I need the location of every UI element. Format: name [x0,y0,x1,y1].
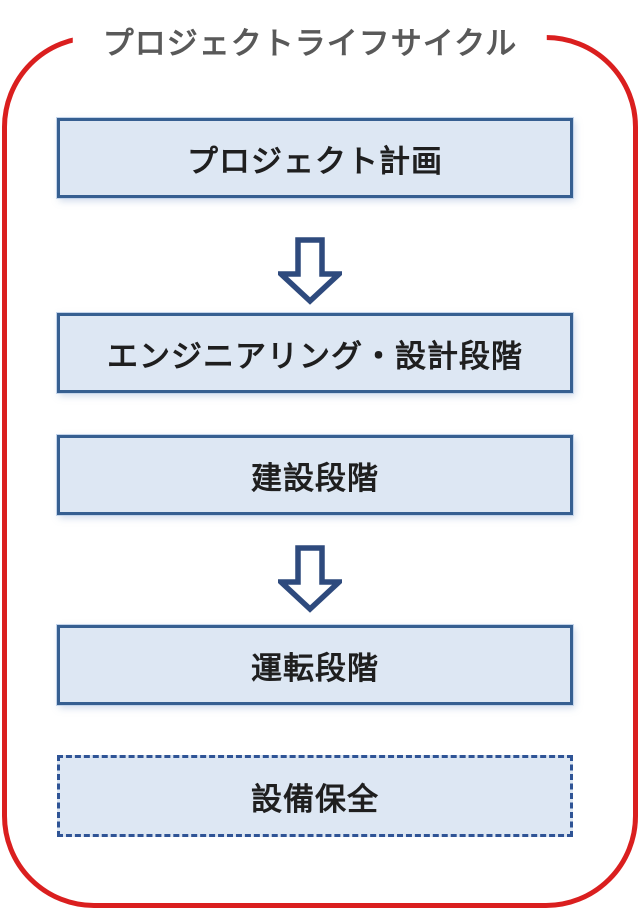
stage-label: 運転段階 [251,650,379,686]
stage-box-construction: 建設段階 [57,435,573,515]
stage-label: プロジェクト計画 [187,143,443,179]
diagram-title: プロジェクトライフサイクル [72,16,548,65]
stage-box-engineering-design: エンジニアリング・設計段階 [57,313,573,393]
down-arrow-icon [278,237,342,305]
stage-label: エンジニアリング・設計段階 [107,338,523,374]
down-arrow-icon [278,545,342,613]
stage-label: 設備保全 [251,781,379,817]
stage-box-operation: 運転段階 [57,625,573,705]
stage-box-project-plan: プロジェクト計画 [57,118,573,198]
stage-label: 建設段階 [251,460,379,496]
stage-box-equipment-maintenance: 設備保全 [57,755,573,837]
